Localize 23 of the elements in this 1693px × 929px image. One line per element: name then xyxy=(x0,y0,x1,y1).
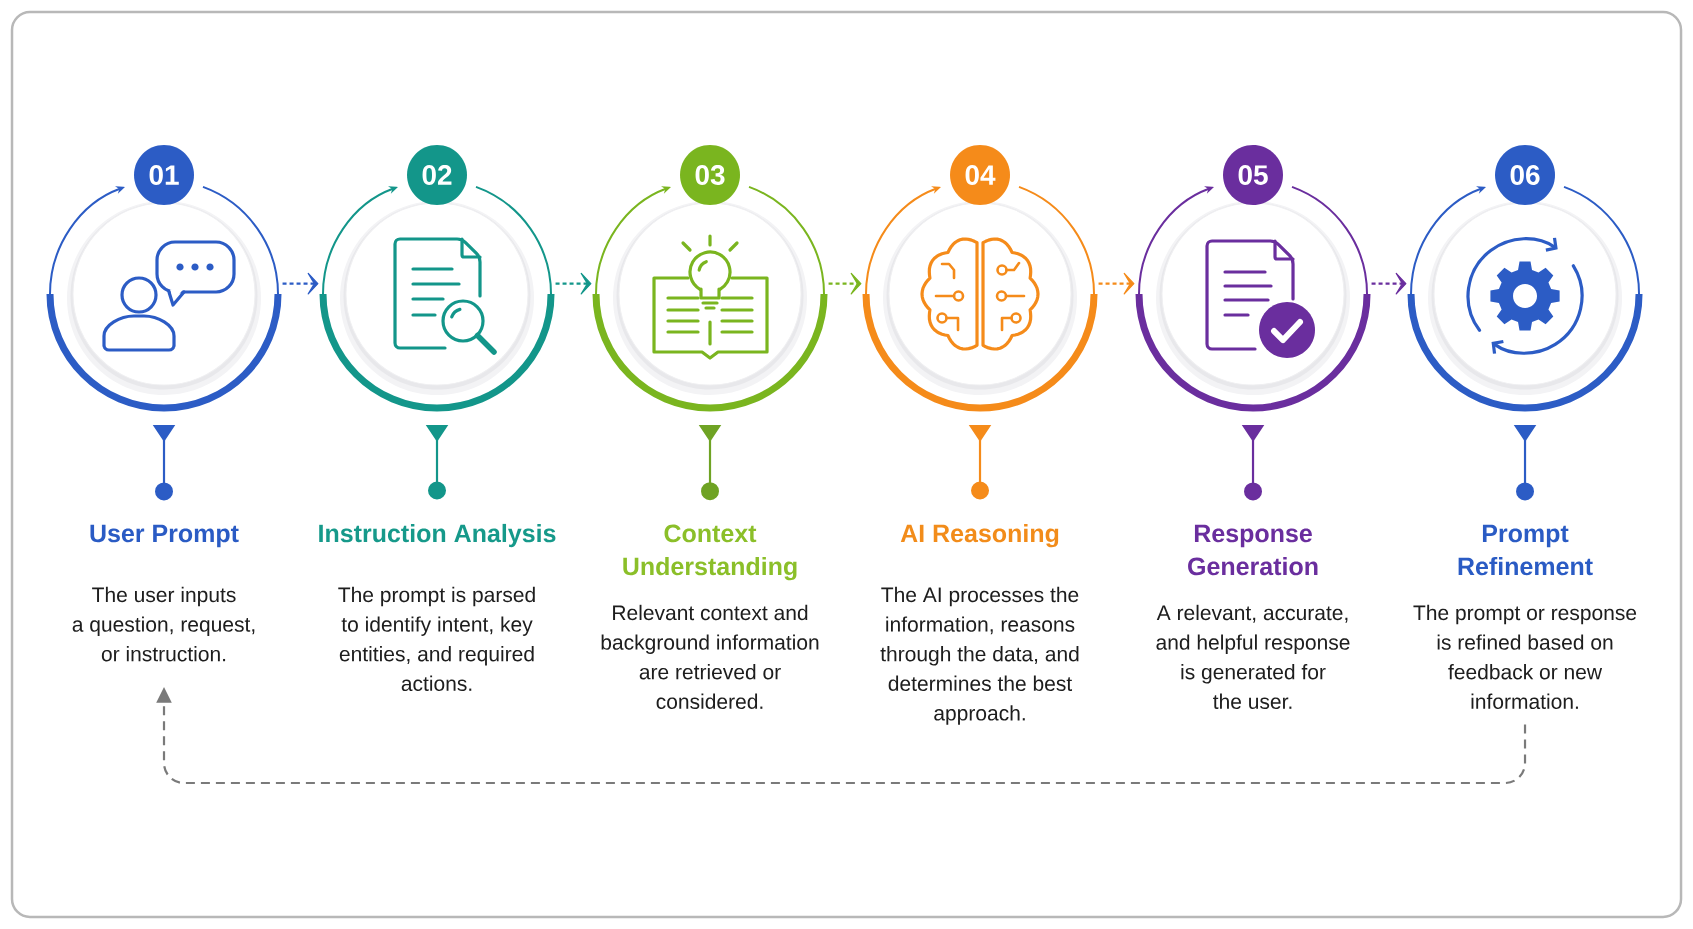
step-description: Relevant context and background information are retrieved or considered. xyxy=(601,604,819,709)
arrow xyxy=(1371,272,1407,295)
arrow xyxy=(282,272,319,295)
arrow xyxy=(1098,272,1135,295)
step-description: The user inputs a question, request, or instruction. xyxy=(72,586,255,662)
number-badge: 03 xyxy=(680,145,740,205)
step-description: The prompt is parsed to identify intent, key entities, and required actions. xyxy=(338,586,535,691)
number-badge: 06 xyxy=(1495,145,1555,205)
step-title: User Prompt xyxy=(90,524,239,548)
step-title: Response Generation xyxy=(1188,524,1318,576)
step-title: Prompt Refinement xyxy=(1458,524,1593,576)
step-description: A relevant, accurate, and helpful response is generated for the user. xyxy=(1156,604,1350,709)
step-title: Instruction Analysis xyxy=(319,523,556,548)
step-description: The AI processes the information, reasons through the data, and determines the best approach. xyxy=(880,586,1079,725)
step-title: Context Understanding xyxy=(623,524,797,581)
step-description: The prompt or response is refined based on feedback or new information. xyxy=(1413,604,1637,709)
step-title: AI Reasoning xyxy=(900,523,1059,548)
number-badge: 01 xyxy=(134,145,194,205)
number-badge: 02 xyxy=(407,145,467,205)
arrow xyxy=(555,272,592,295)
number-badge: 05 xyxy=(1223,145,1283,205)
number-badge: 04 xyxy=(950,145,1010,205)
arrow xyxy=(828,272,862,295)
